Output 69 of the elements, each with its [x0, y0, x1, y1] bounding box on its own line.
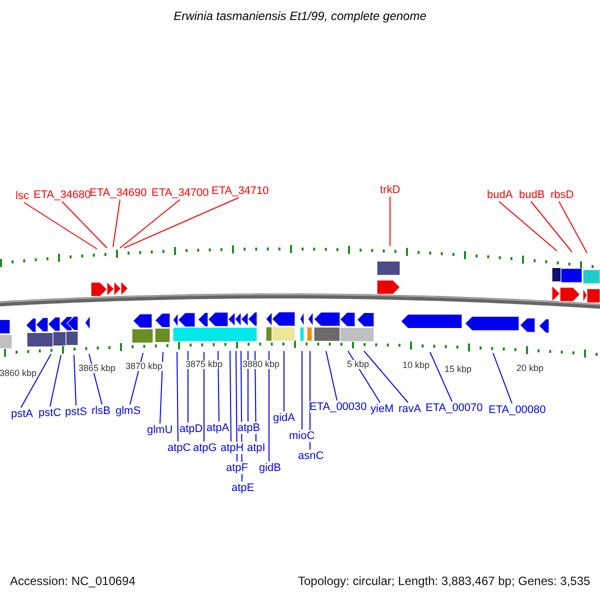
- gene-label: atpA: [206, 422, 230, 434]
- footer-text: Topology: circular; Length: 3,883,467 bp; Genes: 3,535: [298, 575, 590, 589]
- leader-line: [530, 201, 572, 252]
- leader-line: [348, 350, 380, 403]
- leader-line: [160, 352, 164, 424]
- scale-label: 3865 kbp: [78, 364, 116, 372]
- leader-line: [230, 350, 232, 442]
- gene-label: glmS: [116, 404, 141, 418]
- gene-label: ETA_00070: [426, 402, 483, 414]
- gene-label: glmU: [147, 424, 173, 436]
- gene-label: ravA: [398, 402, 422, 416]
- leader-line: [254, 350, 256, 442]
- gene-label: mioC: [289, 430, 315, 442]
- scale-label: 10 kbp: [402, 360, 430, 370]
- gene-label: ETA_34700: [152, 186, 209, 200]
- gene-label: budB: [519, 188, 545, 202]
- leader-line: [240, 350, 242, 482]
- gene-label: atpE: [232, 482, 254, 494]
- leader-line: [558, 201, 588, 254]
- scale-label: 15 kbp: [444, 364, 472, 374]
- gene-label: lsc: [16, 190, 29, 202]
- gene-label: ETA_34690: [90, 186, 147, 200]
- gene-label: gidB: [259, 462, 282, 474]
- gene-label: atpB: [238, 422, 260, 434]
- leader-line: [218, 350, 220, 422]
- gene-label: ETA_00080: [488, 404, 546, 416]
- leader-line: [74, 354, 76, 406]
- footer-text: Accession: NC_010694: [10, 575, 136, 589]
- scale-label: 20 kbp: [516, 364, 544, 372]
- gene-label: atpD: [180, 422, 203, 436]
- leader-line: [62, 201, 108, 248]
- leader-line: [268, 350, 270, 462]
- gene-label: pstC: [38, 406, 62, 420]
- gene-label: asnC: [298, 450, 324, 462]
- leader-line: [492, 352, 512, 404]
- leader-line: [120, 199, 180, 248]
- leader-line: [430, 352, 452, 402]
- gene-label: gidA: [273, 412, 296, 424]
- gene-label: atpF: [226, 462, 248, 474]
- gene-label: yieM: [370, 402, 394, 416]
- gene-label: budA: [487, 188, 513, 202]
- gene-label: atpH: [220, 442, 244, 454]
- leader-line: [124, 197, 240, 248]
- leader-line: [236, 350, 238, 462]
- scale-label: 5 kbp: [347, 360, 370, 368]
- leader-line: [176, 352, 178, 442]
- leader-line: [50, 354, 62, 407]
- leader-line: [326, 350, 338, 401]
- gene-label: ETA_34680: [34, 188, 91, 202]
- leader-line: [112, 199, 120, 248]
- gene-label: rlsB: [92, 404, 110, 418]
- gene-label: atpI: [247, 442, 266, 454]
- leader-line: [24, 202, 98, 250]
- gene-label: ETA_34710: [212, 184, 269, 198]
- gene-label: atpG: [193, 442, 217, 454]
- leader-line: [498, 201, 558, 252]
- gene-label: pstA: [11, 408, 34, 420]
- gene-label: pstS: [65, 406, 88, 418]
- scale-label: 3860 kbp: [0, 368, 37, 378]
- leader-line: [20, 354, 52, 408]
- gene-label: trkD: [380, 184, 400, 196]
- gene-label: rbsD: [550, 188, 574, 202]
- map-title: Erwinia tasmaniensis Et1/99, complete genome: [172, 10, 428, 24]
- scale-label: 3875 kbp: [186, 360, 223, 368]
- scale-label: 3870 kbp: [126, 362, 163, 370]
- gene-label: ETA_00030: [310, 400, 367, 414]
- gene-label: atpC: [168, 442, 191, 454]
- leader-line: [364, 350, 408, 403]
- scale-label: 3880 kbp: [242, 360, 280, 368]
